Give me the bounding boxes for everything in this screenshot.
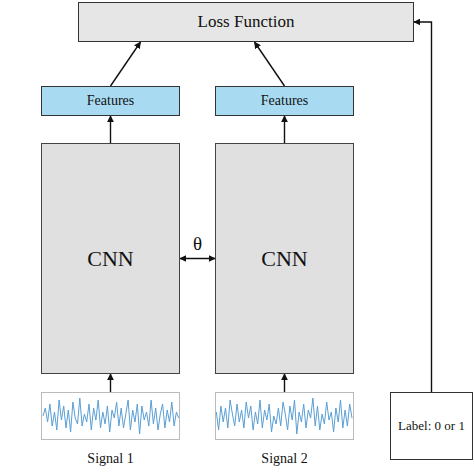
connector-arrow [110,374,111,392]
connector-arrow [255,42,285,86]
node-label: CNN [87,246,133,271]
signal-box: Signal 2 [215,392,354,440]
node-label: Features [261,93,308,109]
node-label: Loss Function [198,12,295,32]
connector-arrow [111,42,141,86]
loss-function-box: Loss Function [78,2,414,42]
connector-arrow [284,374,285,392]
signal-box: Signal 1 [41,392,180,440]
waveform-line [43,398,179,434]
edge-label: θ [193,233,202,255]
node-label: Features [87,93,134,109]
signal-waveform [216,398,352,434]
node-label: CNN [261,246,307,271]
connector-arrow [284,116,285,143]
cnn-box: CNN [215,143,354,374]
signal-waveform [43,398,179,434]
waveform-line [216,398,352,434]
feature-box: Features [41,86,180,116]
connector-arrow [110,116,111,143]
feature-box: Features [215,86,354,116]
signal-caption: Signal 1 [32,451,189,467]
cnn-box: CNN [41,143,180,374]
connector-arrow [414,22,432,392]
signal-caption: Signal 2 [206,451,363,467]
node-label: Label: 0 or 1 [398,419,465,434]
connector-arrow [180,258,215,259]
label-box: Label: 0 or 1 [390,392,473,460]
